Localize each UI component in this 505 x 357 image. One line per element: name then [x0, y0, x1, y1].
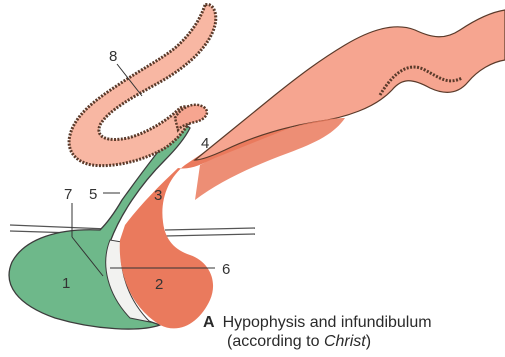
label-5: 5: [89, 186, 97, 203]
label-2: 2: [155, 276, 163, 293]
caption-prefix: (according to: [227, 333, 324, 350]
caption-letter: A: [203, 314, 215, 331]
label-6: 6: [222, 261, 230, 278]
caption-line-1: A Hypophysis and infundibulum: [203, 313, 432, 332]
upper-loop-recess: [69, 4, 216, 165]
label-1: 1: [62, 275, 70, 292]
figure-caption: A Hypophysis and infundibulum (according …: [203, 313, 432, 351]
label-3: 3: [154, 187, 162, 204]
caption-line-2: (according to Christ): [203, 332, 432, 351]
infundibular-tract: [195, 10, 505, 160]
label-7: 7: [64, 186, 72, 203]
caption-author: Christ: [324, 333, 366, 350]
label-4: 4: [201, 135, 209, 152]
label-8: 8: [109, 48, 117, 65]
caption-suffix: ): [366, 333, 371, 350]
caption-title: Hypophysis and infundibulum: [223, 314, 432, 331]
